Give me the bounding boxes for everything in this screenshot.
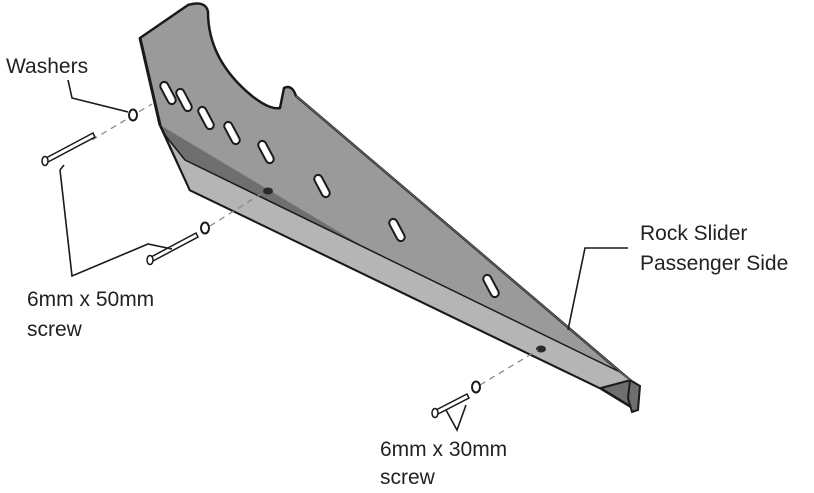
label-rock-slider-line1: Rock Slider [640, 222, 747, 245]
washer [200, 221, 210, 235]
bracket-side-face [138, 2, 632, 390]
slot [257, 139, 275, 165]
flange-hole [263, 187, 273, 195]
leader-rock-slider [567, 247, 628, 331]
screw-50mm-upper [41, 131, 96, 167]
label-screw-30mm-line2: screw [380, 466, 436, 489]
washers [128, 108, 481, 394]
screw-30mm [431, 392, 471, 419]
washer [471, 380, 481, 394]
screws [41, 131, 471, 419]
label-washers: Washers [6, 55, 88, 78]
leader-screw-50mm-upper [59, 164, 65, 171]
alignment-line-lower [479, 349, 539, 386]
alignment-lines [91, 103, 539, 386]
screw-50mm-lower [146, 231, 199, 266]
leader-lines [59, 79, 628, 432]
rock-slider-bracket [138, 2, 642, 414]
leader-washers [67, 79, 129, 113]
leader-screw-50mm [59, 169, 173, 278]
alignment-line-upper [91, 103, 153, 141]
label-screw-50mm-line1: 6mm x 50mm [27, 288, 154, 311]
slot [197, 105, 215, 131]
slot [159, 80, 177, 106]
slot [223, 120, 241, 146]
label-screw-50mm-line2: screw [27, 318, 83, 341]
washer [128, 108, 138, 122]
bracket-top-edge-highlight [295, 95, 631, 381]
slot [482, 273, 500, 299]
slot [313, 173, 331, 199]
bracket-rear-edge [138, 37, 162, 126]
slot [388, 217, 406, 243]
bracket-slots [159, 80, 500, 299]
label-rock-slider-line2: Passenger Side [640, 252, 788, 275]
leader-screw-30mm [445, 404, 467, 432]
slot [175, 87, 193, 113]
label-screw-30mm-line1: 6mm x 30mm [380, 438, 507, 461]
flange-hole [536, 345, 546, 353]
bracket-end-tab [626, 378, 642, 414]
